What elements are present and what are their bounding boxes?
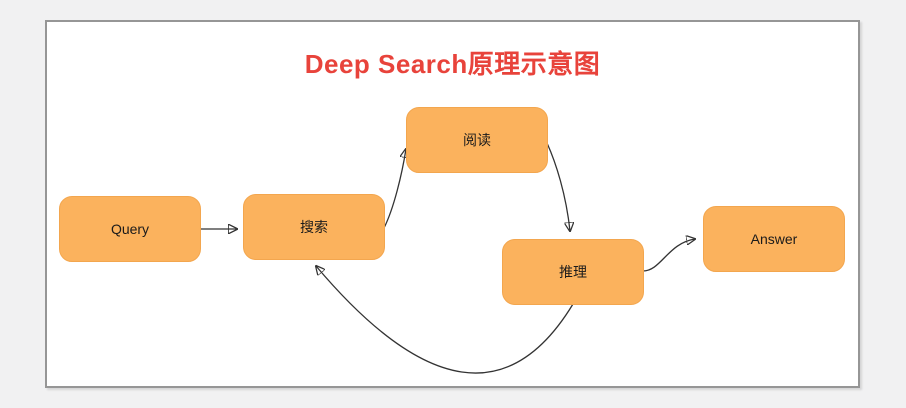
node-query[interactable]: Query: [59, 196, 201, 262]
node-query-label: Query: [110, 221, 150, 237]
node-read[interactable]: 阅读: [406, 107, 548, 173]
diagram-canvas: Deep Search原理示意图 Query 搜索 阅读 推理 Answer: [45, 20, 860, 388]
node-search[interactable]: 搜索: [243, 194, 385, 260]
edge-read-to-reason: [546, 142, 570, 231]
node-reason-label: 推理: [559, 264, 587, 280]
diagram-title: Deep Search原理示意图: [304, 49, 601, 79]
edge-search-to-read: [383, 149, 406, 229]
edge-reason-to-answer: [642, 239, 695, 272]
node-reason[interactable]: 推理: [502, 239, 644, 305]
node-answer-label: Answer: [750, 231, 798, 247]
node-read-label: 阅读: [463, 132, 491, 148]
node-answer[interactable]: Answer: [703, 206, 845, 272]
node-search-label: 搜索: [300, 219, 328, 235]
